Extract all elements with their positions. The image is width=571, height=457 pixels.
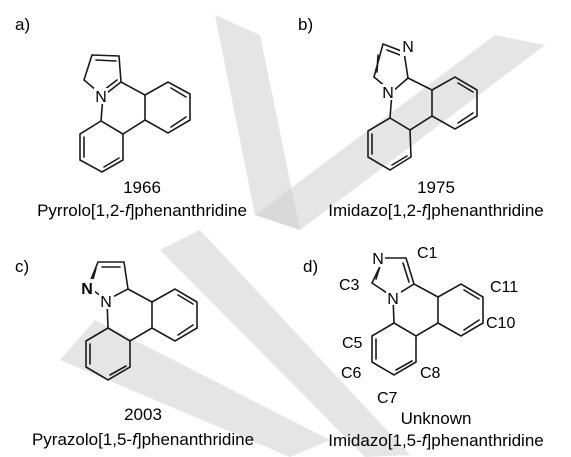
panel-d: d) N N C1 C3 C5 C6 C7 C8 C10 xyxy=(303,245,544,450)
numbering-c6: C6 xyxy=(341,365,362,382)
numbering-c1: C1 xyxy=(417,245,438,262)
numbering-c11: C11 xyxy=(490,279,518,296)
watermark-stroke-3 xyxy=(215,15,300,230)
panel-a: a) N 1966 Pyrrolo[1,2-f]phenanthridine xyxy=(15,15,247,220)
panel-b-name: Imidazo[1,2-f]phenanthridine xyxy=(328,201,544,220)
atom-n-2: N xyxy=(382,85,394,102)
panel-c-label: c) xyxy=(15,257,29,276)
panel-b-label: b) xyxy=(298,15,313,34)
watermark-stroke-1 xyxy=(60,320,330,457)
atom-n-1: N xyxy=(402,39,414,56)
panel-a-label: a) xyxy=(15,15,30,34)
panel-d-year: Unknown xyxy=(401,409,472,428)
numbering-c8: C8 xyxy=(420,365,441,382)
structure-imidazo-15f-phenanthridine: N N xyxy=(370,250,484,376)
panel-d-label: d) xyxy=(303,257,318,276)
panel-b-year: 1975 xyxy=(417,178,455,197)
numbering-c10: C10 xyxy=(486,315,515,332)
atom-n-2: N xyxy=(100,294,112,311)
atom-n-1: N xyxy=(81,281,93,298)
panel-a-year: 1966 xyxy=(123,178,161,197)
panel-d-name: Imidazo[1,5-f]phenanthridine xyxy=(328,431,544,450)
watermark-logo xyxy=(60,15,545,457)
structure-pyrrolo-phenanthridine: N xyxy=(79,54,191,173)
atom-n-1: N xyxy=(372,251,384,268)
panel-c-year: 2003 xyxy=(124,405,162,424)
structure-imidazo-12f-phenanthridine: N N xyxy=(367,38,478,171)
numbering-c5: C5 xyxy=(342,335,363,352)
atom-n-2: N xyxy=(387,291,399,308)
numbering-c7: C7 xyxy=(377,390,398,407)
panel-a-name: Pyrrolo[1,2-f]phenanthridine xyxy=(37,201,247,220)
watermark-stroke-2 xyxy=(160,230,410,457)
panel-b: b) N N 1975 Imidazo[1,2-f]phenanthridine xyxy=(298,15,544,220)
atom-n: N xyxy=(95,89,107,106)
panel-c-name: Pyrazolo[1,5-f]phenanthridine xyxy=(32,430,254,449)
numbering-c3: C3 xyxy=(339,277,360,294)
structure-pyrazolo-phenanthridine: N N xyxy=(80,261,198,381)
watermark-stroke-4 xyxy=(255,35,545,230)
panel-c: c) N N 2003 Pyrazolo[1,5-f]phenanthridin… xyxy=(15,257,254,449)
